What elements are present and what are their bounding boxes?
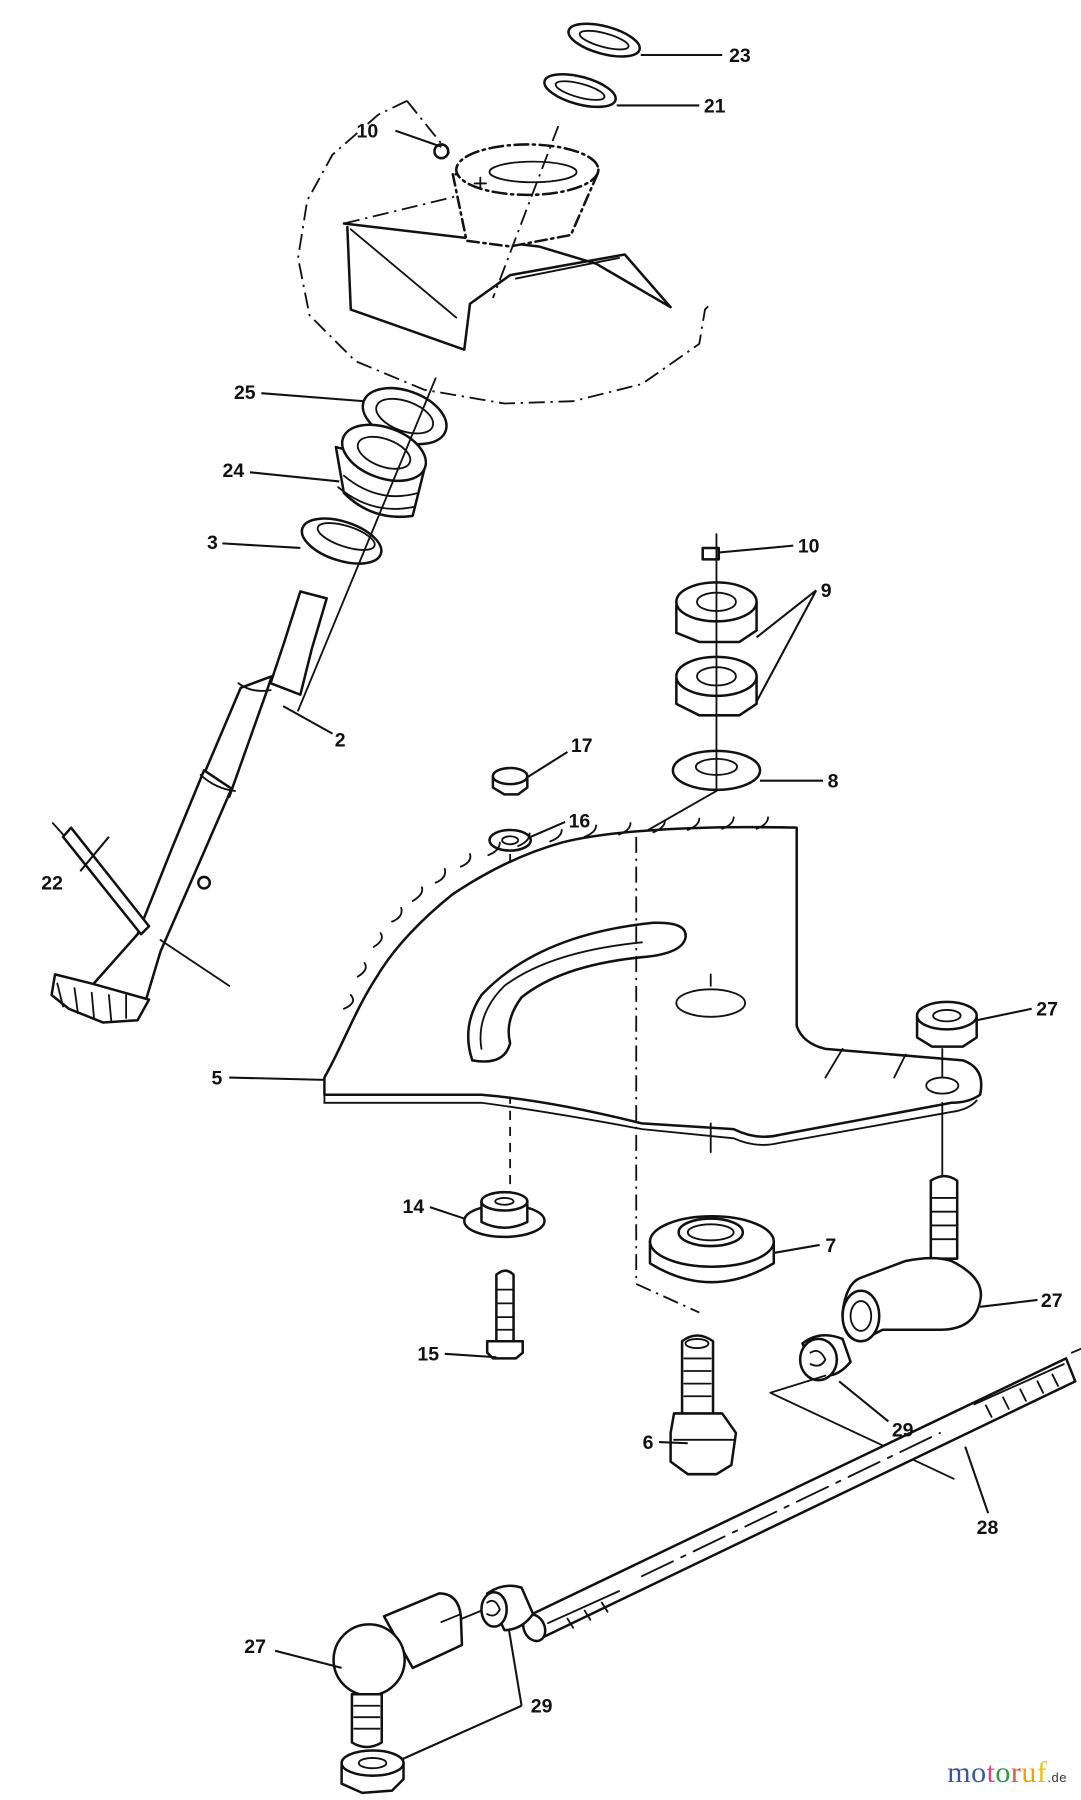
- washer-23: [567, 22, 641, 58]
- ball-joint-27-lower: [332, 1592, 464, 1749]
- axis-line-rod: [461, 1609, 483, 1620]
- pin-22: [51, 822, 231, 987]
- callout-23: 23: [729, 45, 751, 67]
- spring-washer-7: [648, 1215, 776, 1284]
- callout-27-joint: 27: [1041, 1290, 1063, 1312]
- watermark-letter: u: [1021, 1755, 1037, 1789]
- gear-housing-cover: [297, 100, 712, 405]
- nut-29-right: [798, 1334, 852, 1382]
- callout-27-nut: 27: [1036, 999, 1058, 1021]
- locknut-17: [491, 766, 529, 796]
- callout-17: 17: [571, 735, 593, 757]
- watermark-letter: f: [1036, 1755, 1048, 1789]
- washer-21: [543, 72, 617, 109]
- callout-6: 6: [643, 1432, 654, 1454]
- cross-mark: [473, 176, 487, 191]
- watermark-letter: m: [947, 1755, 972, 1789]
- callout-labels: 23 21 10 25 24 10 3 9 8 17 16 2 22 27 5 …: [41, 45, 1062, 1718]
- bracket-outline: [769, 1347, 1081, 1480]
- callout-2: 2: [335, 729, 346, 751]
- callout-3: 3: [207, 532, 218, 554]
- sector-plate-5: [323, 816, 983, 1146]
- callout-22: 22: [41, 873, 63, 895]
- washer-3: [300, 517, 383, 565]
- axis-line-shaft: [297, 377, 437, 712]
- callout-15: 15: [417, 1344, 439, 1366]
- bolt-6: [669, 1334, 738, 1476]
- callout-8: 8: [828, 771, 839, 793]
- motoruf-watermark-logo: motoruf.de: [947, 1755, 1067, 1789]
- callout-7: 7: [825, 1235, 836, 1257]
- ball-joint-27-right: [841, 1174, 983, 1343]
- callout-24: 24: [223, 460, 245, 482]
- watermark-suffix: .de: [1047, 1769, 1067, 1785]
- nut-27-upper: [915, 1000, 978, 1048]
- bolt-15: [485, 1269, 524, 1360]
- watermark-letter: o: [971, 1755, 987, 1789]
- callout-5: 5: [212, 1067, 223, 1089]
- bushing-14: [463, 1190, 546, 1239]
- callout-29-right: 29: [892, 1419, 914, 1441]
- callout-10-top: 10: [357, 121, 379, 143]
- washer-16: [488, 828, 533, 852]
- nut-29-bottom: [340, 1749, 405, 1795]
- tie-rod-28: [521, 1357, 1077, 1643]
- callout-9: 9: [821, 580, 832, 602]
- nut-29-rod: [480, 1584, 535, 1632]
- pinion-shaft-2: [50, 590, 328, 1024]
- callout-29-lower: 29: [531, 1696, 553, 1718]
- watermark-letter: r: [1010, 1755, 1022, 1789]
- watermark-letter: o: [995, 1755, 1011, 1789]
- callout-27-lower: 27: [244, 1636, 266, 1658]
- callout-28: 28: [977, 1517, 999, 1539]
- callout-21: 21: [704, 95, 726, 117]
- watermark-letter: t: [986, 1755, 996, 1789]
- callout-25: 25: [234, 382, 256, 404]
- bearing-24: [334, 423, 428, 518]
- callout-14: 14: [402, 1196, 424, 1218]
- grease-fitting-10: [701, 546, 721, 561]
- callout-16: 16: [569, 811, 591, 833]
- axis-line-housing: [635, 836, 700, 1314]
- leader-lines: [79, 53, 1038, 1761]
- callout-10-nuts: 10: [798, 536, 820, 558]
